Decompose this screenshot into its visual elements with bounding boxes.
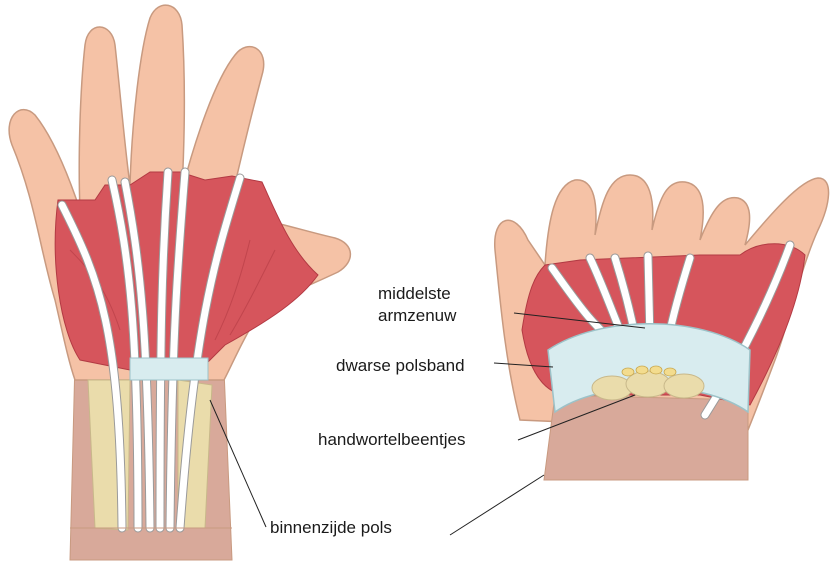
label-handwortelbeentjes: handwortelbeentjes: [318, 430, 465, 449]
label-dwarse-polsband: dwarse polsband: [336, 356, 465, 375]
right-hand-illustration: [495, 175, 829, 480]
right-wrist-base: [544, 395, 748, 480]
nerve-fascicle: [664, 368, 676, 376]
nerve-fascicle: [622, 368, 634, 376]
nerve-fascicle: [650, 366, 662, 374]
labels: middelste armzenuw dwarse polsband handw…: [270, 284, 465, 537]
label-middelste-line2: armzenuw: [378, 306, 457, 325]
left-hand-illustration: [9, 5, 350, 560]
carpal-bone: [664, 374, 704, 398]
carpal-bone: [592, 376, 632, 400]
nerve-fascicle: [636, 366, 648, 374]
leader-line-binnenzijde-right: [450, 475, 544, 535]
label-binnenzijde-pols: binnenzijde pols: [270, 518, 392, 537]
left-transverse-ligament: [130, 358, 208, 380]
label-middelste-line1: middelste: [378, 284, 451, 303]
